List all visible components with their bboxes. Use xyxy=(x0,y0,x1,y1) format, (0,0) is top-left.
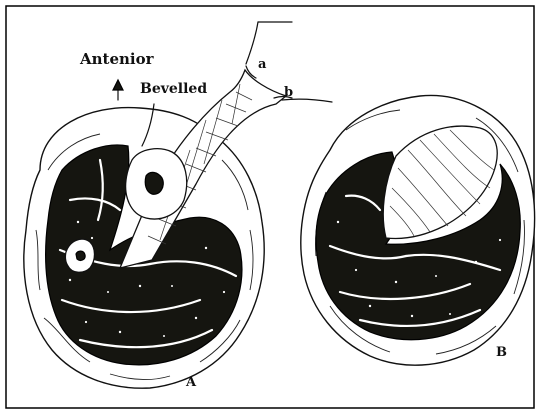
label-b: b xyxy=(284,85,293,100)
marrow-cavity xyxy=(145,172,163,194)
lower-marrow xyxy=(76,251,85,260)
anterior-arrowhead xyxy=(113,80,123,90)
cross-section-a xyxy=(24,22,332,388)
label-a: a xyxy=(258,57,267,72)
bevelled-label: Bevelled xyxy=(140,81,207,97)
cross-section-b xyxy=(301,95,535,365)
figure-a-label: A xyxy=(185,375,197,390)
figure-b-label: B xyxy=(496,345,507,360)
anterior-label: Antenior xyxy=(79,50,155,68)
